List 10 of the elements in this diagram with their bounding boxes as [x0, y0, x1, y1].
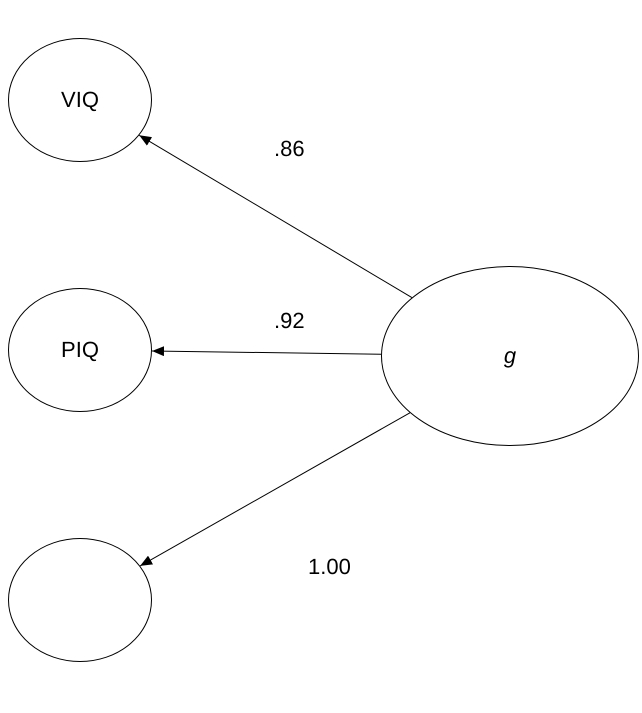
arrow [138, 134, 412, 298]
node-label: g [504, 343, 516, 369]
ellipse-node [8, 38, 152, 162]
node-label: VIQ [61, 87, 99, 113]
ellipse-node [381, 266, 639, 446]
arrow [152, 346, 382, 356]
arrow [140, 412, 410, 566]
ellipse-node [8, 538, 152, 662]
node-label: PIQ [61, 337, 99, 363]
ellipse-node [8, 288, 152, 412]
